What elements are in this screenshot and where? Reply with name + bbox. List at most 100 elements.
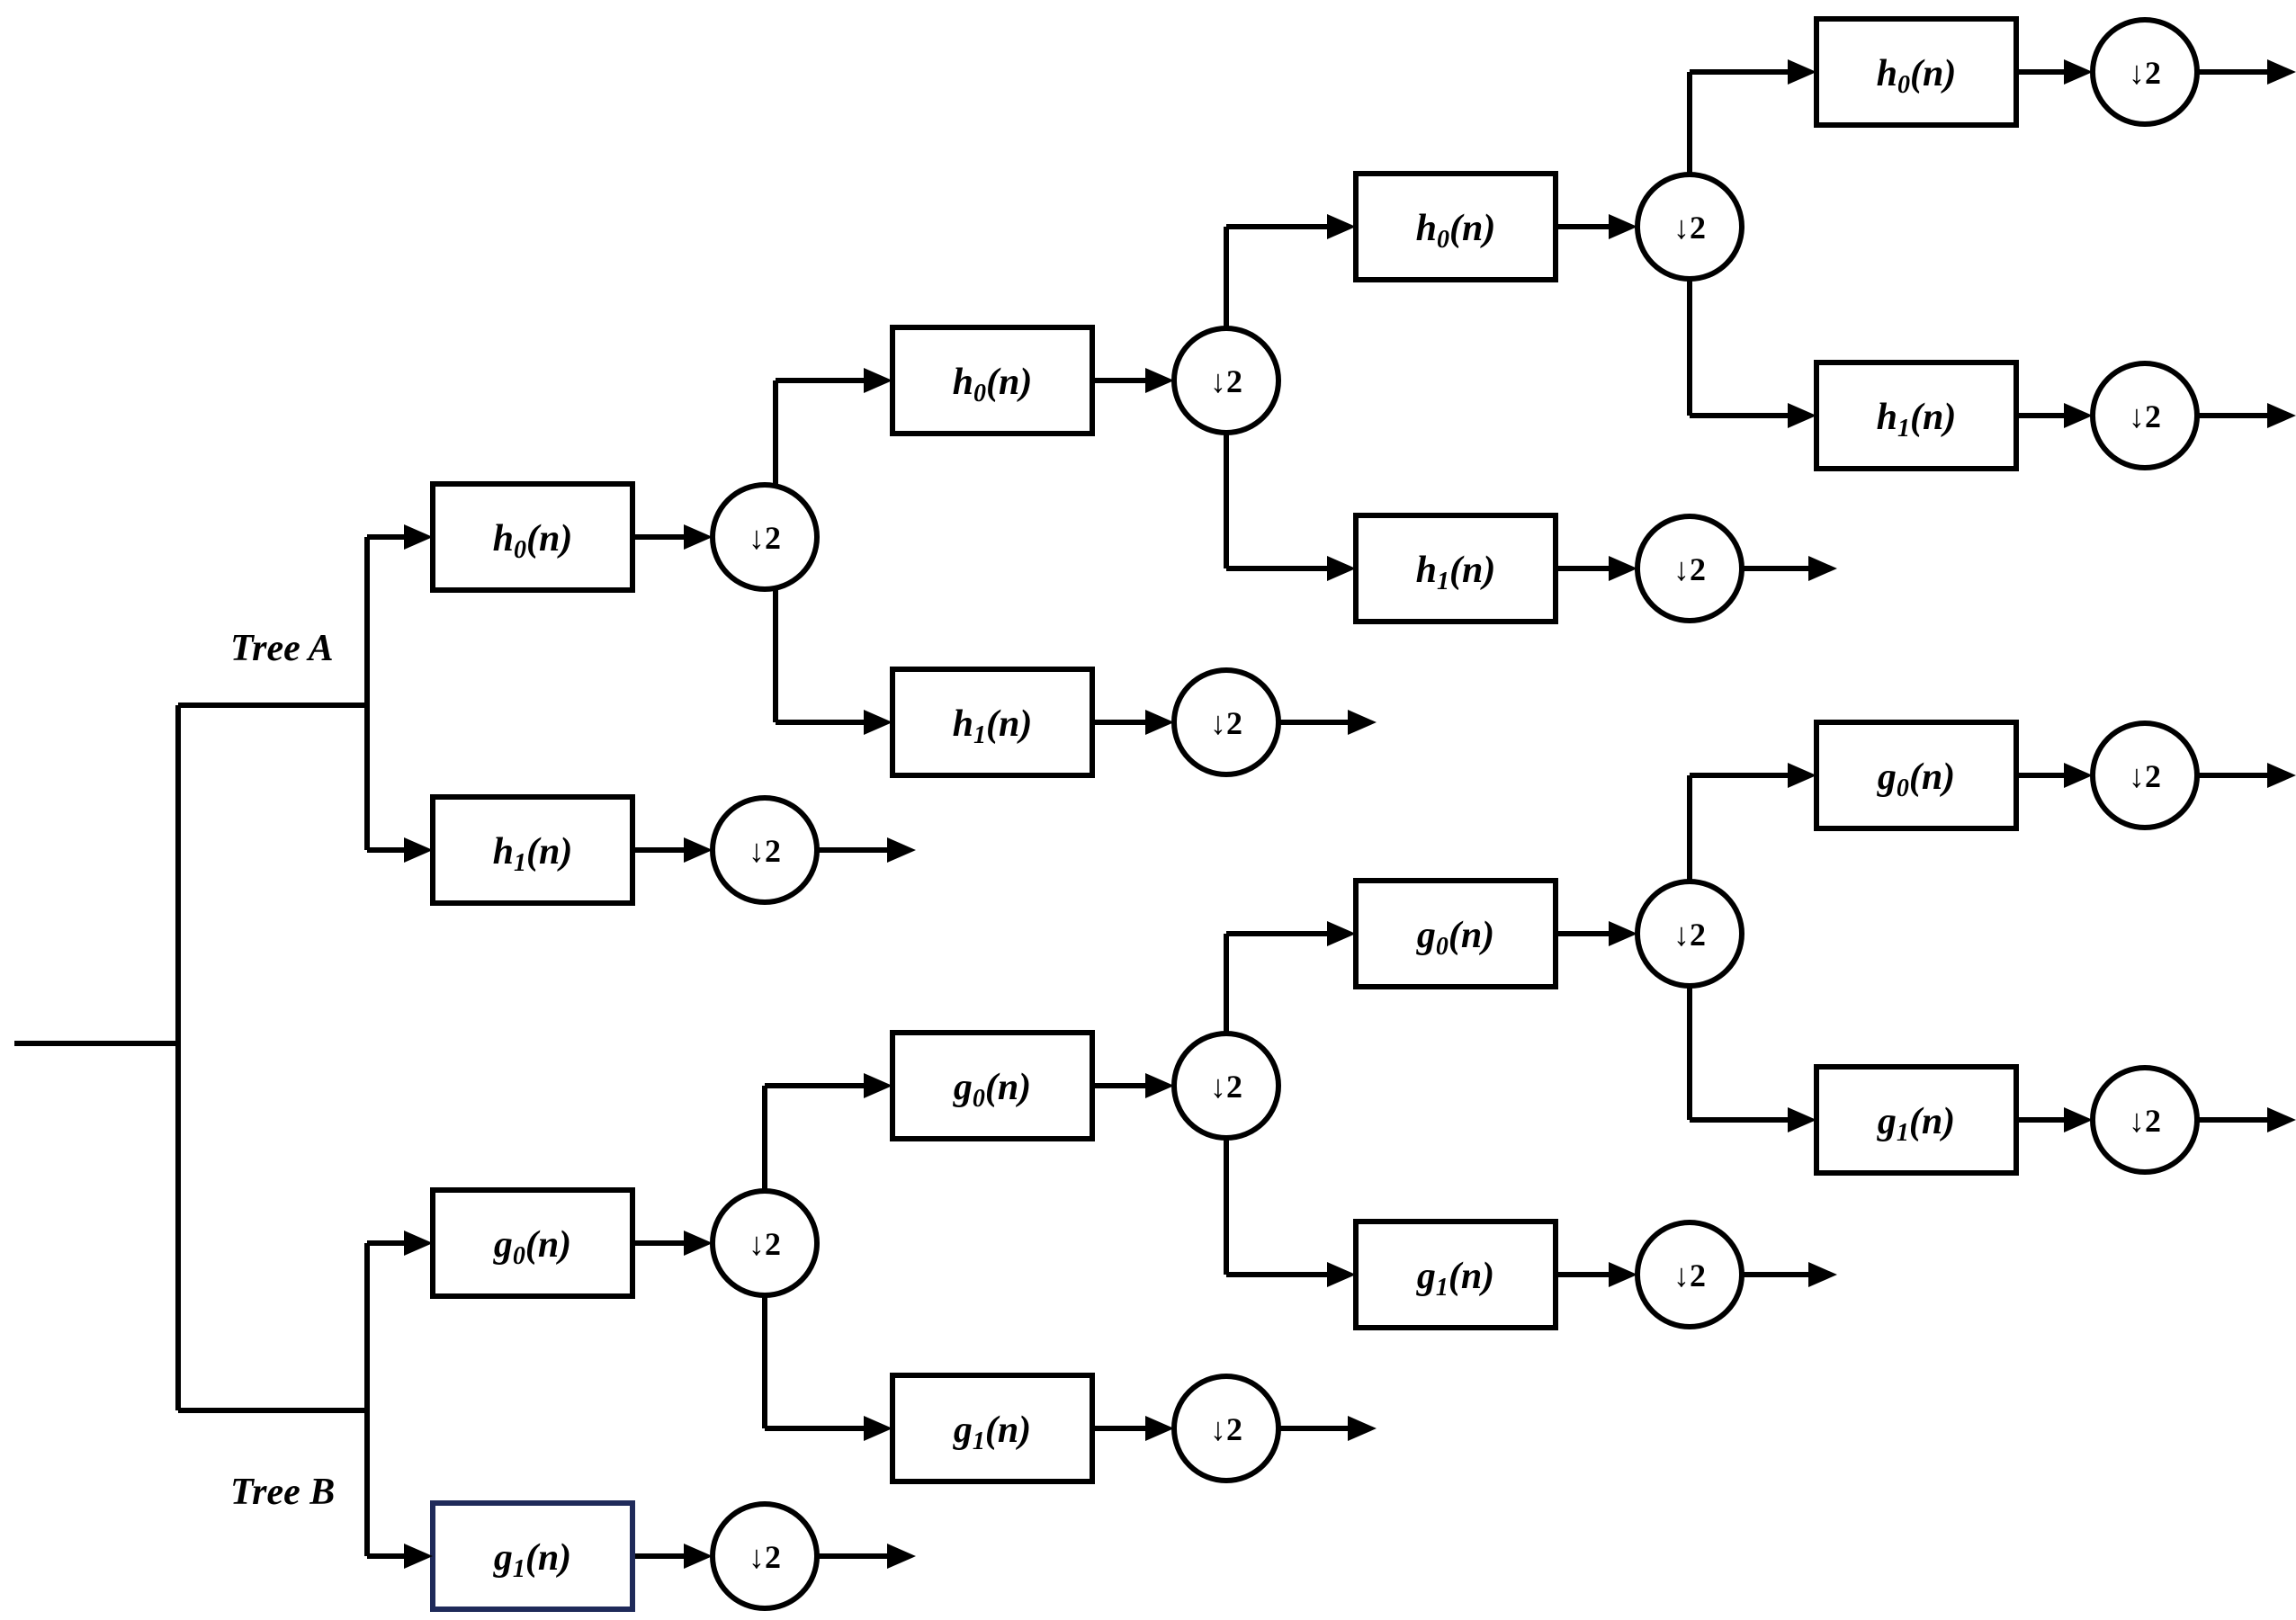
arrowhead <box>1348 710 1377 735</box>
filter-label: g0(n) <box>1877 756 1955 802</box>
downsample-by-2-block: ↓2 <box>1635 879 1744 989</box>
downsample-by-2-block: ↓2 <box>1171 1374 1281 1483</box>
arrowhead <box>1609 556 1637 581</box>
filter-block-b6: g1(n) <box>1353 1219 1558 1330</box>
arrowhead <box>864 1073 892 1098</box>
arrowhead <box>1327 556 1356 581</box>
filter-label: h1(n) <box>493 831 573 877</box>
filter-block-b1: g0(n) <box>430 1187 635 1299</box>
filter-box <box>1353 878 1558 989</box>
downsample-label: ↓2 <box>2129 398 2161 434</box>
filter-label: g0(n) <box>493 1224 571 1270</box>
downsample-by-2-block: ↓2 <box>1171 326 1281 435</box>
filter-block-a1: h0(n) <box>430 481 635 593</box>
arrowhead <box>684 1231 713 1256</box>
filter-block-b3: g0(n) <box>890 1030 1095 1141</box>
downsample-by-2-block: ↓2 <box>710 1188 820 1298</box>
downsample-label: ↓2 <box>1673 551 1706 587</box>
downsample-by-2-block: ↓2 <box>710 482 820 592</box>
downsample-by-2-block: ↓2 <box>1635 514 1744 623</box>
filter-block-a6: h1(n) <box>1353 513 1558 624</box>
arrowhead <box>1788 59 1816 85</box>
arrowhead <box>1788 763 1816 788</box>
downsample-by-2-block: ↓2 <box>2090 17 2200 127</box>
arrowhead <box>404 524 433 550</box>
arrowhead <box>1609 214 1637 239</box>
filter-label: g0(n) <box>1416 915 1494 961</box>
filter-label: h0(n) <box>953 362 1033 407</box>
arrowhead <box>2267 763 2296 788</box>
arrowhead <box>1145 368 1174 393</box>
downsample-label: ↓2 <box>1673 917 1706 953</box>
filter-label: h1(n) <box>1416 550 1496 595</box>
downsample-label: ↓2 <box>1210 1411 1242 1447</box>
filter-box <box>430 481 635 593</box>
filter-block-a4: h1(n) <box>890 667 1095 778</box>
tree-b-label: Tree B <box>230 1472 335 1513</box>
arrowhead <box>1788 403 1816 428</box>
arrowheads <box>404 59 2296 1569</box>
filter-box <box>1814 360 2019 471</box>
arrowhead <box>2064 59 2093 85</box>
arrowhead <box>864 710 892 735</box>
filter-box <box>430 794 635 906</box>
arrowhead <box>1808 556 1837 581</box>
filter-box <box>1353 513 1558 624</box>
arrowhead <box>1788 1107 1816 1132</box>
downsample-by-2-block: ↓2 <box>2090 720 2200 830</box>
arrowhead <box>2064 763 2093 788</box>
filter-block-b7: g0(n) <box>1814 720 2019 831</box>
downsample-by-2-block: ↓2 <box>710 795 820 905</box>
downsample-by-2-block: ↓2 <box>710 1501 820 1611</box>
filter-block-a5: h0(n) <box>1353 171 1558 282</box>
arrowhead <box>887 1544 916 1569</box>
arrowhead <box>1808 1262 1837 1287</box>
downsample-label: ↓2 <box>1210 363 1242 399</box>
arrowhead <box>1145 1416 1174 1441</box>
arrowhead <box>864 1416 892 1441</box>
downsample-label: ↓2 <box>1210 1069 1242 1105</box>
arrowhead <box>1609 921 1637 946</box>
filter-box <box>890 667 1095 778</box>
downsample-label: ↓2 <box>749 1226 781 1262</box>
downsample-by-2-block: ↓2 <box>1635 1220 1744 1329</box>
filter-box <box>1814 1064 2019 1176</box>
filter-label: g1(n) <box>953 1410 1031 1455</box>
arrowhead <box>684 837 713 863</box>
downsample-label: ↓2 <box>749 833 781 869</box>
arrowhead <box>2267 403 2296 428</box>
downsample-label: ↓2 <box>2129 758 2161 794</box>
arrowhead <box>2064 1107 2093 1132</box>
arrowhead <box>1145 1073 1174 1098</box>
filter-label: g1(n) <box>493 1537 571 1583</box>
downsample-label: ↓2 <box>749 520 781 556</box>
filter-label: g1(n) <box>1877 1101 1955 1147</box>
downsample-label: ↓2 <box>1210 705 1242 741</box>
downsample-label: ↓2 <box>2129 1103 2161 1139</box>
filter-block-a8: h1(n) <box>1814 360 2019 471</box>
arrowhead <box>887 837 916 863</box>
filter-box <box>890 325 1095 436</box>
arrowhead <box>684 524 713 550</box>
filter-block-b4: g1(n) <box>890 1373 1095 1484</box>
filter-label: h1(n) <box>1877 397 1957 443</box>
tree-a-label: Tree A <box>230 628 334 669</box>
filter-label: g0(n) <box>953 1067 1031 1113</box>
arrowhead <box>404 837 433 863</box>
arrowhead <box>2267 59 2296 85</box>
arrowhead <box>864 368 892 393</box>
filter-box <box>1353 171 1558 282</box>
arrowhead <box>1145 710 1174 735</box>
arrowhead <box>1609 1262 1637 1287</box>
arrowhead <box>404 1544 433 1569</box>
downsample-by-2-block: ↓2 <box>1171 1031 1281 1141</box>
arrowhead <box>404 1231 433 1256</box>
downsample-label: ↓2 <box>1673 210 1706 246</box>
filter-blocks: h0(n) h1(n) h0(n) h1(n) h0(n) h1(n) h0(n) h1(n)… <box>430 16 2019 1612</box>
downsample-label: ↓2 <box>2129 55 2161 91</box>
filter-label: h0(n) <box>493 518 573 564</box>
filter-box <box>1814 720 2019 831</box>
filter-block-a7: h0(n) <box>1814 16 2019 128</box>
arrowhead <box>1348 1416 1377 1441</box>
